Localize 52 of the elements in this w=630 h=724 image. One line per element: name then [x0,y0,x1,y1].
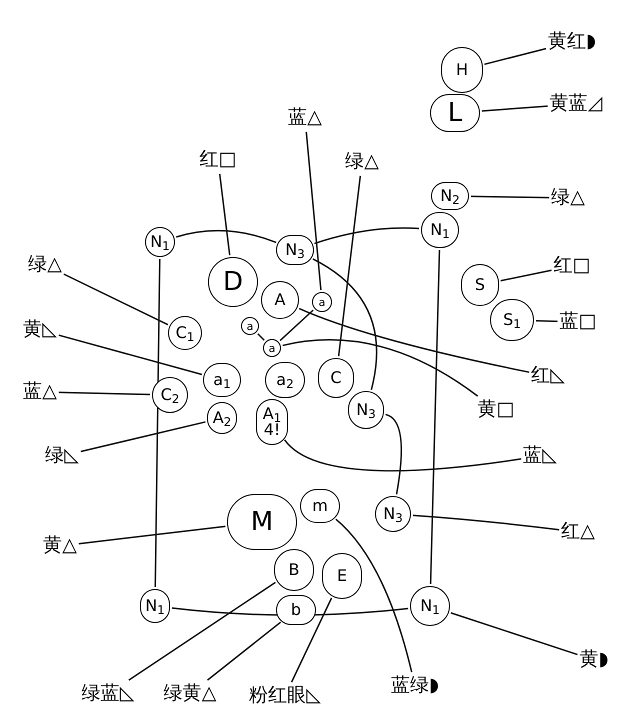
leader-line [58,334,202,376]
leader-line [284,439,522,472]
color-shape-label: 蓝△ [288,106,322,130]
leader-line [412,514,560,530]
leader-line [128,582,276,681]
leader-line [306,132,322,290]
color-shape-label: 红□ [554,254,590,278]
leader-line [154,259,161,588]
leader-line [298,308,530,373]
color-shape-label: 绿◺ [45,444,79,468]
color-shape-label: 绿△ [551,186,585,210]
color-shape-label: 绿△ [345,150,379,174]
color-shape-label: 黄蓝◿ [550,92,602,116]
color-shape-label: 粉红眼◺ [249,684,321,708]
leader-line [257,333,265,341]
leader-line [207,622,282,681]
leader-line [282,339,478,397]
color-shape-label: 红□ [200,148,236,172]
leader-line [80,421,206,452]
color-shape-label: 蓝□ [560,310,596,334]
leader-line [58,392,150,396]
color-shape-label: 绿黄△ [164,682,216,706]
leader-line [500,270,552,282]
color-shape-label: 绿△ [28,253,62,277]
color-shape-label: 蓝绿◗ [391,674,439,698]
color-shape-label: 蓝△ [23,380,57,404]
leader-line [312,258,378,390]
leader-line [78,526,226,544]
color-shape-label: 黄红◗ [548,30,596,54]
leader-line [280,310,314,342]
color-shape-label: 黄△ [43,534,77,558]
color-shape-label: 黄◺ [23,318,57,342]
leader-line [218,174,230,256]
leader-line [338,176,362,356]
color-shape-label: 黄◗ [580,648,608,672]
leader-line [482,105,548,112]
leader-line [536,320,558,322]
color-shape-label: 红◺ [531,364,565,388]
leader-line [335,518,412,672]
leader-line [470,196,550,198]
leader-line [450,612,578,656]
leader-line [63,273,168,326]
color-shape-label: 绿蓝◺ [82,682,134,706]
leader-line [290,598,332,682]
leader-line [385,414,402,494]
leader-line [314,227,420,244]
leader-line [176,230,276,244]
leader-line [484,48,546,66]
color-shape-label: 黄□ [478,398,514,422]
color-shape-label: 红△ [561,520,595,544]
leader-line [430,250,440,584]
color-shape-label: 蓝◺ [523,444,557,468]
